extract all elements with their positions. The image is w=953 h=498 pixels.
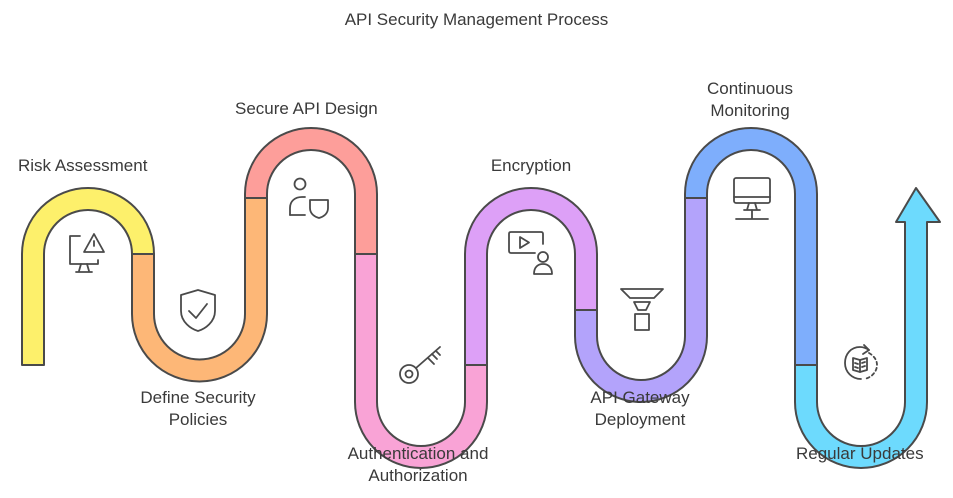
refresh-update-icon [844, 344, 878, 380]
segment-define-security-policies [131, 197, 268, 383]
segment-authentication-authorization [354, 253, 488, 469]
segment-encryption [464, 187, 598, 366]
key-icon [399, 346, 441, 384]
step-label-line: Deployment [594, 410, 686, 429]
step-label-authentication-authorization: Authentication and Authorization [330, 443, 506, 487]
funnel-gateway-icon [620, 288, 664, 331]
step-label-continuous-monitoring: Continuous Monitoring [690, 78, 810, 122]
monitor-warning-icon [69, 233, 105, 273]
desktop-monitor-icon [733, 177, 771, 220]
step-label-line: Policies [168, 410, 228, 429]
segment-api-gateway-deployment [574, 197, 708, 403]
step-label-line: API Gateway [590, 388, 690, 407]
segment-risk-assessment [21, 187, 155, 366]
step-label-encryption: Encryption [490, 156, 572, 175]
step-label-regular-updates: Regular Updates [796, 444, 924, 463]
step-label-line: Authorization [368, 466, 468, 485]
diagram-title: API Security Management Process [344, 10, 609, 29]
step-label-risk-assessment: Risk Assessment [18, 156, 148, 175]
step-label-line: Define Security [140, 388, 256, 407]
video-user-icon [508, 231, 553, 275]
segment-secure-api-design [244, 127, 378, 255]
step-label-line: Authentication and [347, 444, 489, 463]
segment-continuous-monitoring [684, 127, 818, 366]
shield-check-icon [180, 289, 216, 332]
user-shield-icon [289, 177, 329, 219]
step-label-line: Monitoring [710, 101, 790, 120]
step-label-api-gateway-deployment: API Gateway Deployment [570, 387, 710, 431]
step-label-secure-api-design: Secure API Design [235, 99, 378, 118]
step-label-define-security-policies: Define Security Policies [118, 387, 278, 431]
segment-regular-updates [794, 187, 941, 469]
step-label-line: Continuous [706, 79, 793, 98]
